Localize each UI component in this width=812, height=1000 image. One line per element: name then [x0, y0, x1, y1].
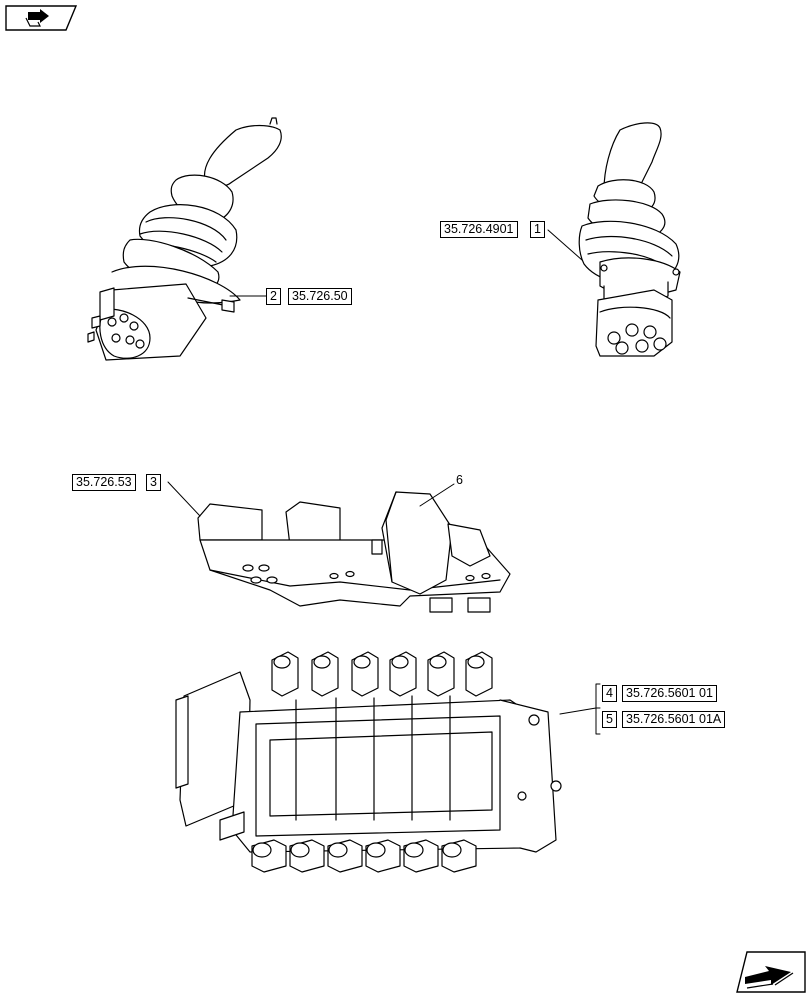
- next-page-arrow-icon[interactable]: [735, 950, 807, 994]
- callout-3-number[interactable]: 3: [146, 474, 161, 491]
- callout-4-number[interactable]: 4: [602, 685, 617, 702]
- callout-1-reference[interactable]: 35.726.4901: [440, 221, 518, 238]
- callout-2-number[interactable]: 2: [266, 288, 281, 305]
- callout-2-reference[interactable]: 35.726.50: [288, 288, 352, 305]
- joystick-item-1: [578, 122, 681, 357]
- callout-1-number[interactable]: 1: [530, 221, 545, 238]
- valve-items-4-5: [175, 651, 562, 873]
- book-arrow-icon[interactable]: [4, 4, 78, 32]
- callout-4-reference[interactable]: 35.726.5601 01: [622, 685, 717, 702]
- callout-5-number[interactable]: 5: [602, 711, 617, 728]
- callout-5-reference[interactable]: 35.726.5601 01A: [622, 711, 726, 728]
- bracket-item-3: [197, 491, 511, 613]
- leader-lines: [167, 229, 601, 735]
- callout-6-number: 6: [456, 473, 463, 487]
- callout-3-reference[interactable]: 35.726.53: [72, 474, 136, 491]
- joystick-item-2: [87, 117, 282, 361]
